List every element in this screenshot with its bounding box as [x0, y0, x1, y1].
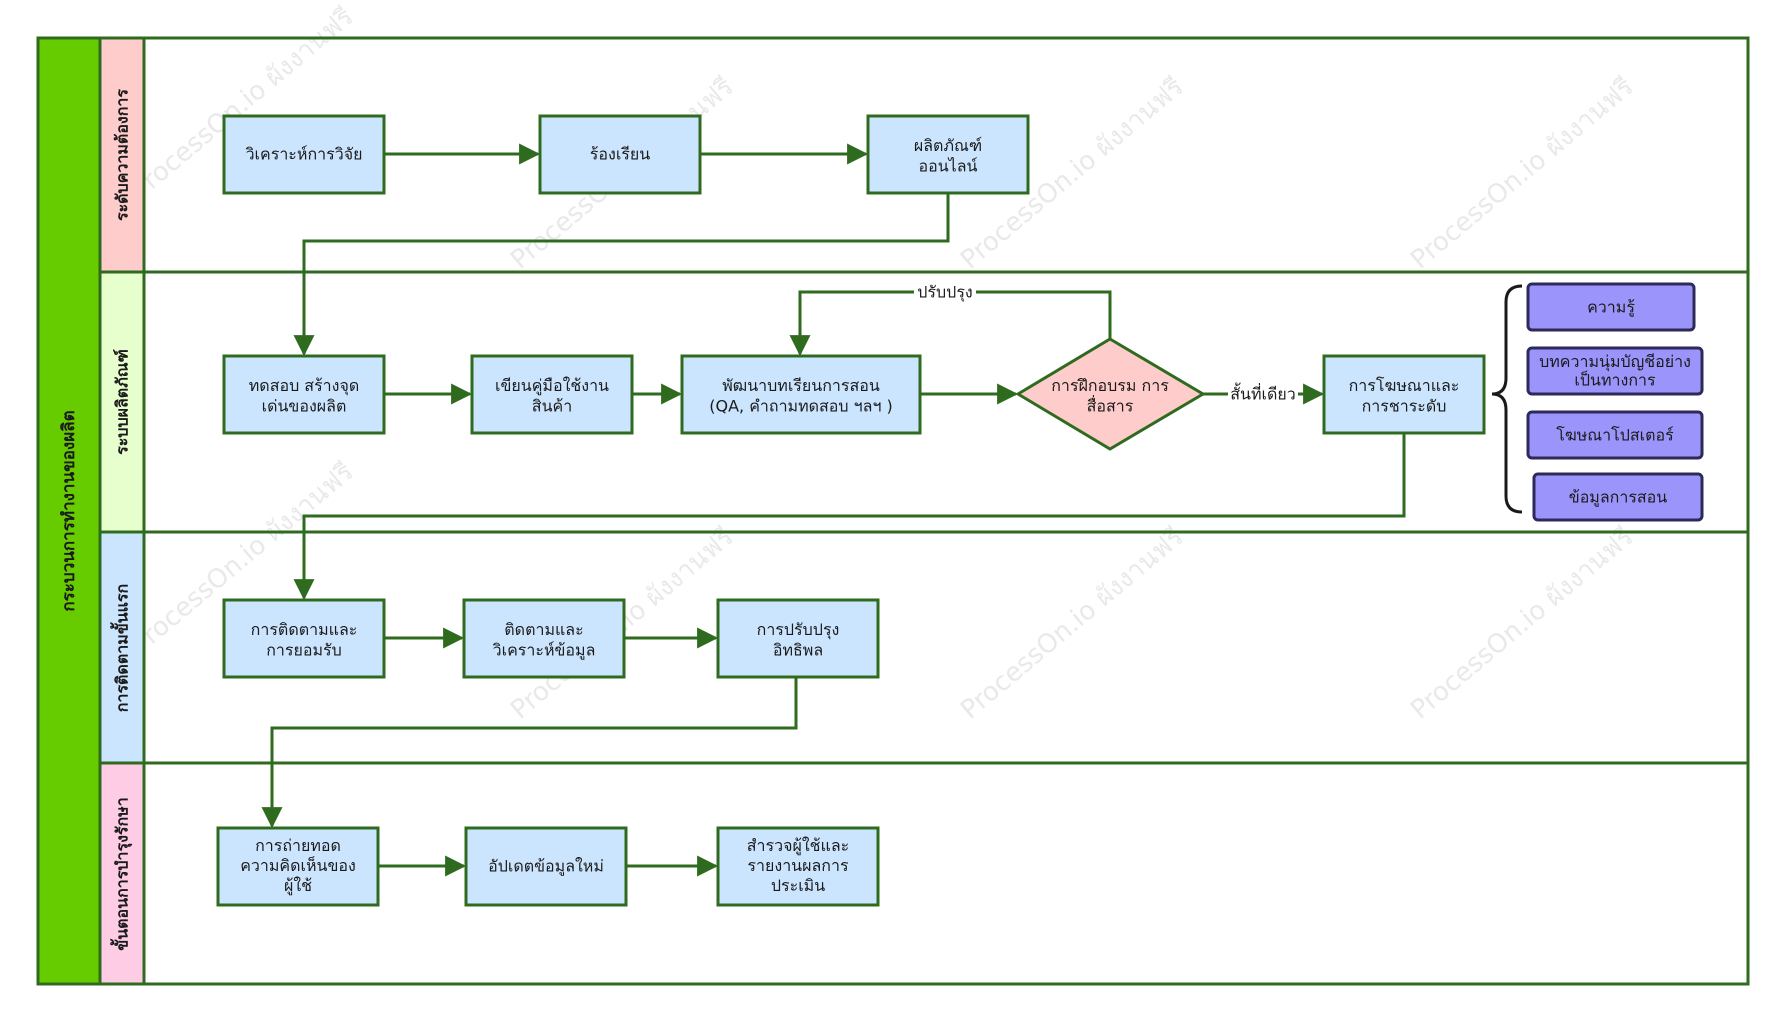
process-node-n2[interactable]: ร้องเรียน — [538, 114, 702, 195]
resource-item-teaching-data[interactable]: ข้อมูลการสอน — [1532, 472, 1704, 522]
process-node-n13[interactable]: สำรวจผู้ใช้และรายงานผลการประเมิน — [716, 826, 880, 907]
node-box — [216, 826, 380, 907]
resource-item-poster[interactable]: โฆษณาโปสเตอร์ — [1526, 410, 1704, 460]
process-node-n8[interactable]: การติดตามและการยอมรับ — [222, 598, 386, 679]
resource-item-article[interactable]: บทความนุ่มบัญชีอย่างเป็นทางการ — [1526, 346, 1704, 396]
node-box — [680, 354, 922, 435]
lane-header-maintenance — [98, 761, 146, 986]
lane-header-requirements — [98, 36, 146, 274]
lane-header-tracking — [98, 530, 146, 765]
decision-node-d1[interactable]: การฝึกอบรม การสื่อสาร — [1015, 337, 1206, 451]
node-box — [222, 598, 386, 679]
resource-label: บทความนุ่มบัญชีอย่างเป็นทางการ — [1539, 352, 1691, 389]
node-box — [222, 114, 386, 195]
node-box — [470, 354, 634, 435]
node-label: การปรับปรุงอิทธิพล — [757, 620, 840, 660]
node-label: การติดตามและการยอมรับ — [251, 620, 358, 660]
process-node-n1[interactable]: วิเคราะห์การวิจัย — [222, 114, 386, 195]
edge-label-improve: ปรับปรุง — [917, 283, 972, 303]
node-box — [462, 598, 626, 679]
node-label: เขียนคู่มือใช้งานสินค้า — [495, 376, 609, 416]
node-label: ผลิตภัณฑ์ออนไลน์ — [914, 136, 982, 176]
lane-label-tracking: การติดตามขั้นแรก — [110, 584, 132, 712]
process-node-n5[interactable]: เขียนคู่มือใช้งานสินค้า — [470, 354, 634, 435]
node-label: การฝึกอบรม การสื่อสาร — [1051, 376, 1169, 416]
process-node-n6[interactable]: พัฒนาบทเรียนการสอน(QA, คำถามทดสอบ ฯลฯ ) — [680, 354, 922, 435]
decision-diamond — [1015, 337, 1206, 451]
watermark: ProcessOn.io ผังงานฟรี — [1405, 522, 1639, 725]
lane-label-product: ระบบผลิตภัณฑ์ — [113, 349, 132, 455]
resource-item-knowledge[interactable]: ความรู้ — [1526, 282, 1696, 332]
node-box — [866, 114, 1030, 195]
resource-box — [1526, 282, 1696, 332]
edge-label-shortcut: สั้นที่เดียว — [1230, 383, 1295, 404]
process-node-n9[interactable]: ติดตามและวิเคราะห์ข้อมูล — [462, 598, 626, 679]
lane-label-maintenance: ขั้นตอนการบำรุงรักษา — [110, 797, 133, 950]
resource-label: ความรู้ — [1587, 298, 1635, 318]
node-label: วิเคราะห์การวิจัย — [246, 145, 363, 164]
edge-n3-n4 — [293, 193, 950, 357]
edge-n10-n11 — [261, 677, 798, 829]
node-label: การโฆษณาและการชาระดับ — [1349, 376, 1460, 416]
node-box — [538, 114, 702, 195]
edge-label-bg — [914, 280, 976, 302]
process-node-n7[interactable]: การโฆษณาและการชาระดับ — [1322, 354, 1486, 435]
watermark: ProcessOn.io ผังงานฟรี — [1405, 72, 1639, 275]
resource-box — [1532, 472, 1704, 522]
node-label: ติดตามและวิเคราะห์ข้อมูล — [493, 620, 596, 661]
lane-label-requirements: ระดับความต้องการ — [113, 89, 132, 221]
pool-title: กระบวนการทำงานของผลิต — [59, 410, 79, 611]
node-label: พัฒนาบทเรียนการสอน(QA, คำถามทดสอบ ฯลฯ ) — [709, 376, 893, 416]
node-box — [1322, 354, 1486, 435]
node-label: ร้องเรียน — [590, 145, 650, 164]
edge-label-bg — [1228, 383, 1298, 405]
node-box — [222, 354, 386, 435]
process-node-n12[interactable]: อัปเดตข้อมูลใหม่ — [464, 826, 628, 907]
node-box — [716, 826, 880, 907]
node-box — [716, 598, 880, 679]
node-box — [464, 826, 628, 907]
resource-brace — [1491, 284, 1523, 514]
resource-box — [1526, 346, 1704, 396]
node-label: การถ่ายทอดความคิดเห็นของผู้ใช้ — [240, 836, 356, 896]
node-label: สำรวจผู้ใช้และรายงานผลการประเมิน — [747, 836, 849, 895]
resource-label: ข้อมูลการสอน — [1569, 488, 1668, 508]
process-node-n4[interactable]: ทดสอบ สร้างจุดเด่นของผลิต — [222, 354, 386, 435]
process-node-n10[interactable]: การปรับปรุงอิทธิพล — [716, 598, 880, 679]
node-label: อัปเดตข้อมูลใหม่ — [488, 857, 604, 877]
resource-box — [1526, 410, 1704, 460]
watermark: ProcessOn.io ผังงานฟรี — [955, 522, 1189, 725]
process-node-n3[interactable]: ผลิตภัณฑ์ออนไลน์ — [866, 114, 1030, 195]
edges — [261, 143, 1406, 877]
resource-label: โฆษณาโปสเตอร์ — [1556, 426, 1674, 445]
node-label: ทดสอบ สร้างจุดเด่นของผลิต — [249, 376, 359, 416]
process-node-n11[interactable]: การถ่ายทอดความคิดเห็นของผู้ใช้ — [216, 826, 380, 907]
edge-n7-n8 — [293, 433, 1406, 601]
